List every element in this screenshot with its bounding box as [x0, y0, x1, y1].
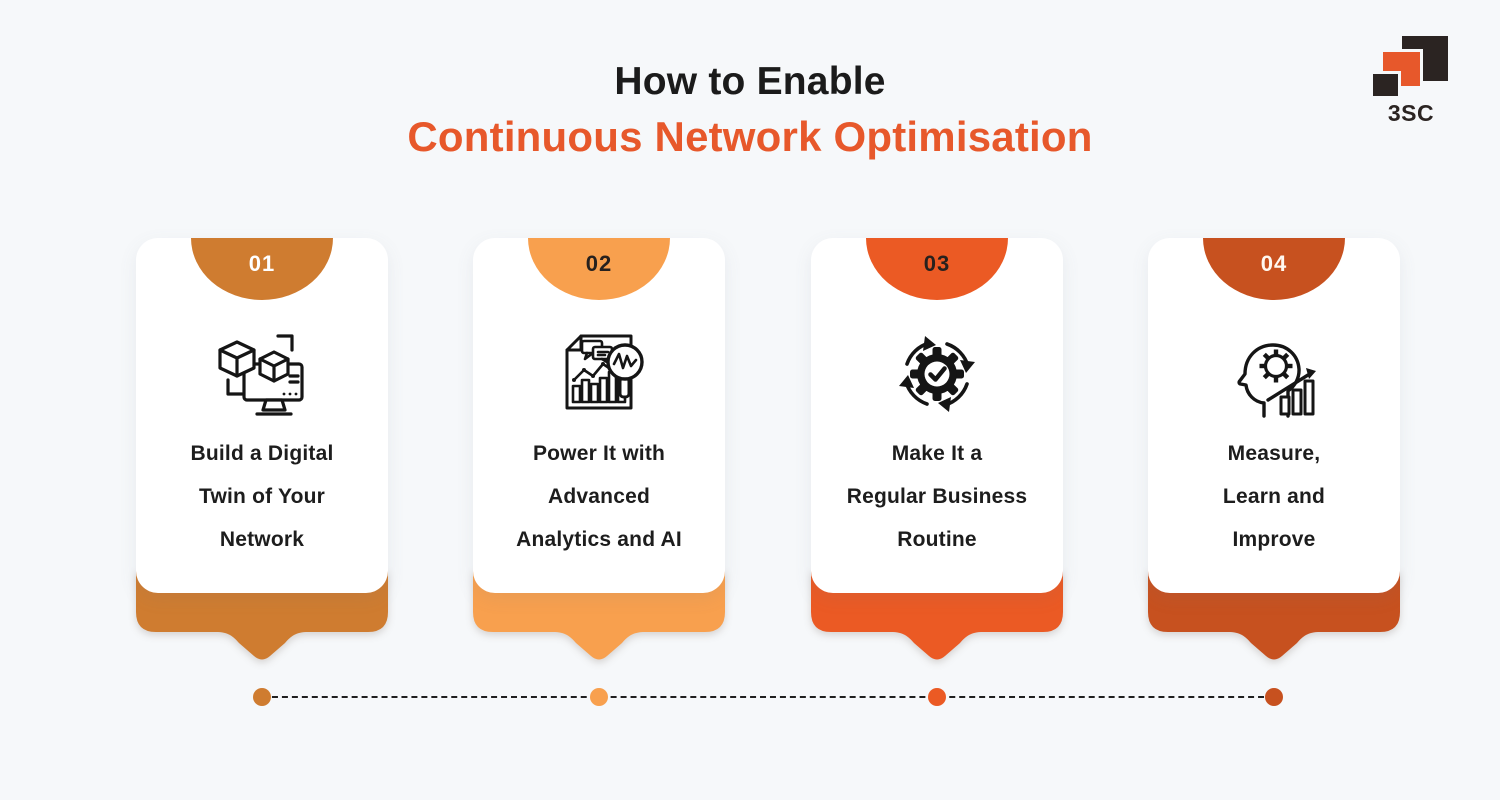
page-title: How to Enable Continuous Network Optimis…	[0, 60, 1500, 161]
step-text-line: Routine	[897, 528, 977, 551]
timeline-dot-2	[590, 688, 608, 706]
step-text-line: Measure,	[1227, 442, 1321, 465]
analytics-magnifier-icon	[473, 324, 725, 429]
step-1-card-body: 01	[136, 238, 388, 593]
step-2-number-badge: 02	[528, 238, 670, 300]
step-3-number-badge: 03	[866, 238, 1008, 300]
step-text-line: Learn and	[1222, 485, 1326, 508]
step-text-line: Twin of Your	[198, 485, 326, 508]
timeline-dot-3	[928, 688, 946, 706]
head-gear-chart-icon	[1148, 324, 1400, 429]
logo-text: 3SC	[1387, 100, 1435, 126]
step-1-number-badge: 01	[191, 238, 333, 300]
step-card-4: 04	[1148, 238, 1400, 718]
timeline-dot-4	[1265, 688, 1283, 706]
digital-twin-icon	[136, 324, 388, 429]
title-line-2: Continuous Network Optimisation	[407, 113, 1093, 160]
step-card-3: 03	[811, 238, 1063, 718]
step-card-1: 01	[136, 238, 388, 718]
step-description: Build a Digital Twin of Your Network	[136, 432, 388, 561]
brand-logo: 3SC	[1372, 36, 1450, 127]
step-text-line: Analytics and AI	[516, 528, 682, 551]
step-text-line: Network	[219, 528, 305, 551]
step-4-card-body: 04	[1148, 238, 1400, 593]
timeline-dot-1	[253, 688, 271, 706]
step-text-line: Improve	[1232, 528, 1316, 551]
step-text-line: Build a Digital	[190, 442, 334, 465]
gear-cycle-icon	[811, 324, 1063, 429]
step-2-card-body: 02	[473, 238, 725, 593]
step-text-line: Regular Business	[846, 485, 1028, 508]
logo-squares-icon	[1372, 36, 1450, 96]
step-text-line: Advanced	[548, 485, 650, 508]
step-card-2: 02	[473, 238, 725, 718]
title-line-1: How to Enable	[614, 60, 886, 103]
step-number: 04	[1260, 251, 1288, 276]
step-text-line: Power It with	[532, 442, 666, 465]
step-number: 03	[923, 251, 951, 276]
step-3-card-body: 03	[811, 238, 1063, 593]
step-description: Measure, Learn and Improve	[1148, 432, 1400, 561]
step-description: Power It with Advanced Analytics and AI	[473, 432, 725, 561]
step-number: 01	[248, 251, 276, 276]
step-4-number-badge: 04	[1203, 238, 1345, 300]
step-description: Make It a Regular Business Routine	[811, 432, 1063, 561]
step-number: 02	[585, 251, 613, 276]
timeline-dashed-line	[262, 696, 1274, 698]
step-text-line: Make It a	[891, 442, 983, 465]
logo-square-dark-small	[1373, 74, 1398, 96]
